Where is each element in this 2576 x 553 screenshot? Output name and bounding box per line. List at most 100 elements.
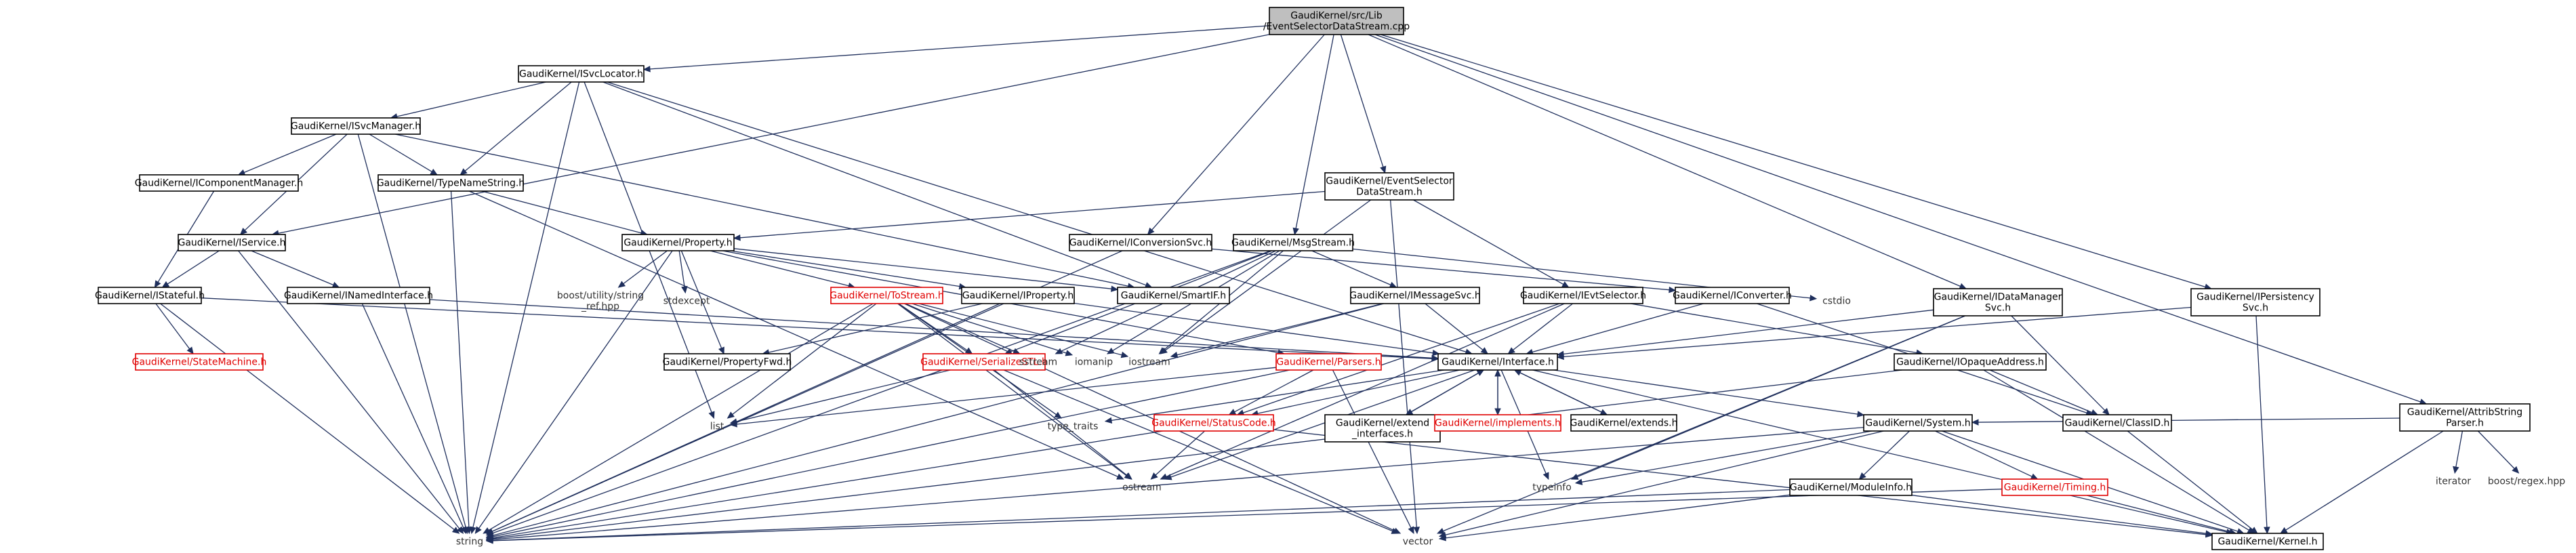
node-iservice[interactable]: GaudiKernel/IService.h (178, 234, 286, 251)
node-typeinfo: typeinfo (1532, 483, 1572, 493)
edge-tostream-to-string (483, 303, 874, 534)
node-label: GaudiKernel/SmartIF.h (1121, 291, 1226, 302)
node-box (2399, 403, 2531, 432)
node-vector: vector (1403, 537, 1433, 548)
node-msgstream[interactable]: GaudiKernel/MsgStream.h (1231, 234, 1355, 251)
node-box (1894, 353, 2047, 371)
edge-serializestl-to-list (729, 369, 951, 425)
edge-moduleinfo-to-string (485, 489, 1791, 544)
edge-moduleinfo-to-vector (1438, 494, 1791, 541)
node-istateful[interactable]: GaudiKernel/IStateful.h (95, 287, 205, 304)
node-icomponentmanager[interactable]: GaudiKernel/IComponentManager.h (135, 174, 304, 192)
node-box (178, 234, 286, 251)
node-implements[interactable]: GaudiKernel/implements.h (1434, 414, 1561, 432)
node-tostream[interactable]: GaudiKernel/ToStream.h (830, 287, 944, 304)
edge-idatamanagersvc-to-typeinfo (1570, 315, 1966, 480)
node-label: GaudiKernel/Timing.h (2004, 483, 2106, 493)
node-iomanip: iomanip (1075, 357, 1113, 368)
node-kernel[interactable]: GaudiKernel/Kernel.h (2211, 533, 2324, 550)
edge-root-to-iconversionsvc (1147, 34, 1325, 235)
node-box (135, 353, 264, 371)
edge-isvcmanager-to-icomponentmanager (237, 134, 337, 176)
node-label: iterator (2436, 476, 2471, 487)
node-label: GaudiKernel/SerializeSTL.h (920, 357, 1048, 368)
node-label: GaudiKernel/IProperty.h (962, 291, 1074, 302)
node-stdexcept: stdexcept (663, 296, 710, 307)
node-iconversionsvc[interactable]: GaudiKernel/IConversionSvc.h (1069, 234, 1212, 251)
edge-attribstringparser-to-iterator (2453, 430, 2463, 474)
edge-isvclocator-to-string (470, 81, 580, 535)
node-iproperty[interactable]: GaudiKernel/IProperty.h (961, 287, 1075, 304)
node-system[interactable]: GaudiKernel/System.h (1863, 414, 1973, 432)
edge-serializestl-to-vector (1003, 369, 1399, 534)
node-moduleinfo[interactable]: GaudiKernel/ModuleInfo.h (1789, 478, 1913, 496)
edge-extend_interfaces-to-interface (1406, 369, 1485, 415)
node-ievtselector[interactable]: GaudiKernel/IEvtSelector.h (1520, 287, 1646, 304)
node-label: GaudiKernel/StatusCode.h (1151, 418, 1276, 429)
node-box (1789, 478, 1913, 496)
edge-interface-to-kernel (1532, 369, 2234, 535)
edge-ievtselector-to-interface (1507, 303, 1573, 354)
node-box (2001, 478, 2108, 496)
node-label: cstdio (1822, 296, 1851, 307)
node-interface[interactable]: GaudiKernel/Interface.h (1437, 353, 1558, 371)
node-isvcmanager[interactable]: GaudiKernel/ISvcManager.h (291, 117, 421, 135)
node-label: GaudiKernel/Parsers.h (1276, 357, 1381, 368)
node-smartif[interactable]: GaudiKernel/SmartIF.h (1117, 287, 1230, 304)
edge-tostream-to-iostream (918, 303, 1129, 359)
node-label: GaudiKernel/AttribString (2407, 407, 2522, 418)
node-boost_string_ref: boost/utility/string_ref.hpp (557, 291, 644, 312)
node-label: /EventSelectorDataStream.cpp (1263, 22, 1410, 33)
node-box (1153, 414, 1274, 432)
node-box (377, 174, 524, 192)
node-typenamestring[interactable]: GaudiKernel/TypeNameString.h (377, 174, 525, 192)
node-isvclocator[interactable]: GaudiKernel/ISvcLocator.h (518, 65, 645, 83)
node-eventselectordatastream[interactable]: GaudiKernel/EventSelectorDataStream.h (1324, 172, 1454, 201)
node-label: iomanip (1075, 357, 1113, 368)
node-imessagesvc[interactable]: GaudiKernel/IMessageSvc.h (1349, 287, 1481, 304)
edge-serializestl-to-ostream (994, 369, 1132, 480)
node-box (2190, 288, 2321, 316)
edge-iproperty-to-propertyfwd (762, 303, 983, 356)
edge-isvclocator-to-isvcmanager (390, 81, 546, 120)
node-ostream: ostream (1122, 483, 1162, 493)
node-box (2062, 414, 2172, 432)
node-inamedinterface[interactable]: GaudiKernel/INamedInterface.h (284, 287, 433, 304)
node-label: GaudiKernel/IDataManager (1934, 292, 2062, 303)
edge-moduleinfo-to-kernel (1911, 495, 2213, 537)
edge-inamedinterface-to-string (361, 303, 467, 535)
node-statuscode[interactable]: GaudiKernel/StatusCode.h (1151, 414, 1276, 432)
edge-istateful-to-statemachine (155, 303, 194, 354)
edge-ievtselector-to-ostream (1160, 303, 1565, 480)
node-propertyfwd[interactable]: GaudiKernel/PropertyFwd.h (663, 353, 792, 371)
node-root[interactable]: GaudiKernel/src/Lib/EventSelectorDataStr… (1263, 7, 1410, 35)
node-iopaqueaddress[interactable]: GaudiKernel/IOpaqueAddress.h (1894, 353, 2047, 371)
node-extend_interfaces[interactable]: GaudiKernel/extend_interfaces.h (1324, 414, 1441, 443)
node-iostream: iostream (1128, 357, 1170, 368)
node-box (663, 353, 791, 371)
edge-eventselectordatastream-to-property (733, 190, 1326, 241)
node-box (830, 287, 943, 304)
edge-iservice-to-inamedinterface (251, 250, 340, 288)
node-iconverter[interactable]: GaudiKernel/IConverter.h (1673, 287, 1792, 304)
node-box (2211, 533, 2324, 550)
edge-interface-to-statuscode (1250, 369, 1460, 417)
edge-attribstringparser-to-kernel (2280, 430, 2444, 534)
node-parsers[interactable]: GaudiKernel/Parsers.h (1275, 353, 1382, 371)
edge-ipersistencysvc-to-kernel (2255, 315, 2270, 535)
node-serializestl[interactable]: GaudiKernel/SerializeSTL.h (920, 353, 1048, 371)
edge-isvcmanager-to-smartif (394, 134, 1135, 289)
edge-idatamanagersvc-to-interface (1556, 309, 1934, 358)
node-extends[interactable]: GaudiKernel/extends.h (1570, 414, 1678, 432)
node-statemachine[interactable]: GaudiKernel/StateMachine.h (132, 353, 267, 371)
node-timing[interactable]: GaudiKernel/Timing.h (2001, 478, 2108, 496)
node-classid[interactable]: GaudiKernel/ClassID.h (2062, 414, 2172, 432)
node-label: GaudiKernel/IPersistency (2196, 292, 2314, 303)
node-property[interactable]: GaudiKernel/Property.h (621, 234, 735, 251)
node-string: string (456, 537, 483, 548)
edge-iopaqueaddress-to-kernel (1983, 369, 2255, 534)
